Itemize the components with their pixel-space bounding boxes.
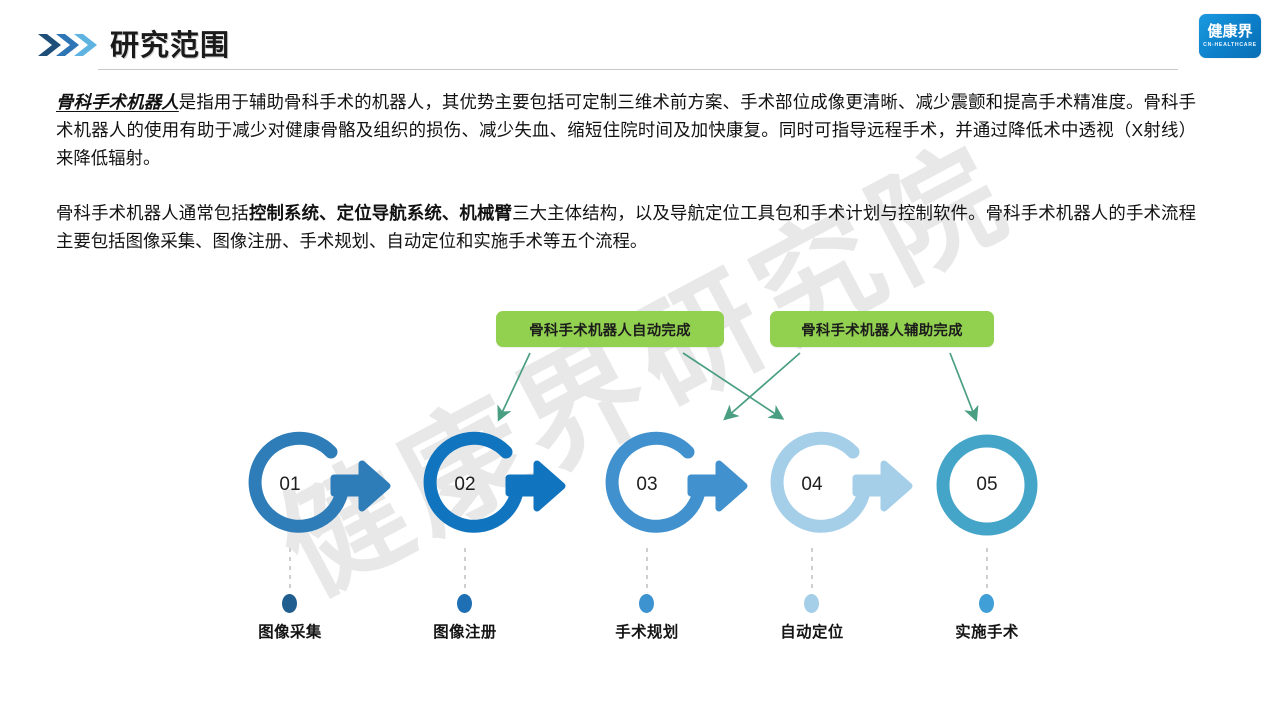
step-item-1[interactable]: 01 图像采集	[235, 430, 391, 641]
keyword-components: 控制系统、定位导航系统、机械臂	[248, 203, 513, 223]
paragraph-one: 骨科手术机器人是指用于辅助骨科手术的机器人，其优势主要包括可定制三维术前方案、手…	[56, 88, 1196, 172]
step-4-number: 04	[801, 474, 823, 495]
step-4-ring-arrow-icon	[770, 431, 913, 533]
process-diagram: 骨科手术机器人自动完成 骨科手术机器人辅助完成	[0, 295, 1279, 695]
step-1-connector	[289, 548, 291, 592]
step-4-dot	[804, 594, 819, 613]
step-item-5[interactable]: 05 实施手术	[932, 430, 1042, 641]
brand-logo: 健康界 CN-HEALTHCARE	[1199, 14, 1261, 58]
step-3-connector	[646, 548, 648, 592]
logo-english-text: CN-HEALTHCARE	[1203, 42, 1257, 48]
step-2-number: 02	[454, 474, 476, 495]
step-list: 01 图像采集 02 图像注册	[0, 295, 1279, 695]
step-3-number: 03	[636, 474, 658, 495]
step-2-ring-arrow-icon	[423, 431, 566, 533]
step-1-ring-arrow-icon	[248, 431, 391, 533]
badge-assist-complete-label: 骨科手术机器人辅助完成	[801, 322, 963, 339]
step-2-connector	[464, 548, 466, 592]
step-item-2[interactable]: 02 图像注册	[410, 430, 566, 641]
step-3-label: 手术规划	[615, 624, 679, 641]
paragraph-two-part-two: 三大主体结构，以及导航定位工具包和手术计划与控制软件。骨科手术机器人的手术流程主…	[56, 203, 1196, 251]
title-divider	[98, 69, 1178, 70]
step-1-label: 图像采集	[258, 624, 322, 641]
step-1-number: 01	[279, 474, 301, 495]
body-text-block: 骨科手术机器人是指用于辅助骨科手术的机器人，其优势主要包括可定制三维术前方案、手…	[56, 88, 1196, 255]
badge-assist-complete[interactable]: 骨科手术机器人辅助完成	[770, 311, 994, 347]
step-1-dot	[282, 594, 297, 613]
keyword-lead: 骨科手术机器人	[56, 92, 179, 112]
paragraph-one-rest: 是指用于辅助骨科手术的机器人，其优势主要包括可定制三维术前方案、手术部位成像更清…	[56, 92, 1196, 168]
step-2-dot	[457, 594, 472, 613]
step-4-label: 自动定位	[780, 624, 844, 641]
paragraph-two: 骨科手术机器人通常包括控制系统、定位导航系统、机械臂三大主体结构，以及导航定位工…	[56, 199, 1196, 255]
step-2-label: 图像注册	[433, 624, 497, 641]
step-3-ring-arrow-icon	[605, 431, 748, 533]
badge-auto-complete-label: 骨科手术机器人自动完成	[529, 322, 691, 339]
badge-auto-complete[interactable]: 骨科手术机器人自动完成	[496, 311, 724, 347]
slide-header: 研究范围 健康界 CN-HEALTHCARE	[0, 0, 1279, 80]
step-4-connector	[811, 548, 813, 592]
step-5-dot	[979, 594, 994, 613]
chevron-group-icon	[36, 32, 100, 58]
step-item-3[interactable]: 03 手术规划	[592, 430, 748, 641]
step-5-number: 05	[976, 474, 998, 495]
page-title: 研究范围	[110, 30, 231, 62]
step-5-label: 实施手术	[955, 624, 1019, 641]
chevrons-icon	[38, 34, 97, 56]
step-5-ring-icon	[936, 434, 1038, 536]
logo-chinese-text: 健康界	[1207, 23, 1253, 40]
paragraph-two-part-one: 骨科手术机器人通常包括	[56, 203, 249, 223]
step-3-dot	[639, 594, 654, 613]
step-5-connector	[986, 548, 988, 592]
step-item-4[interactable]: 04 自动定位	[757, 430, 913, 641]
